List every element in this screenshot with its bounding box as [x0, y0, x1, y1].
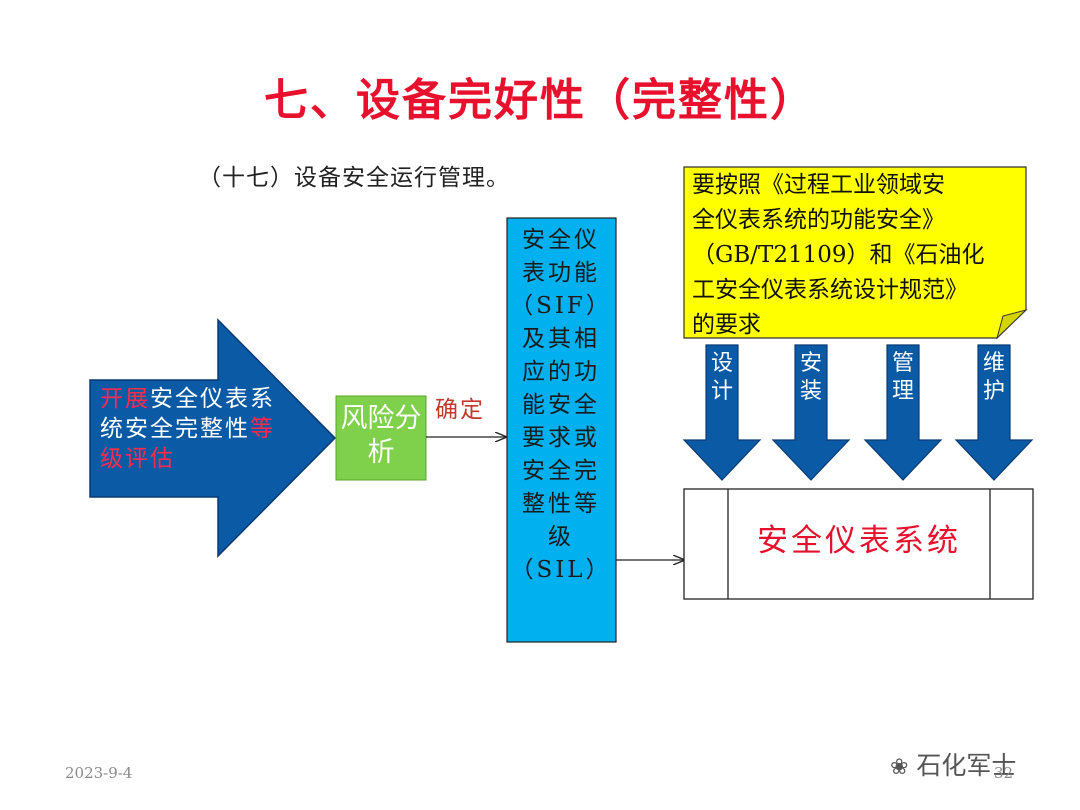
down-arrow-label-manage: 管 理 — [891, 351, 914, 404]
sis-box — [683, 488, 1034, 600]
down-arrow-maintain — [954, 344, 1034, 481]
sis-label: 安全仪表系统 — [757, 523, 961, 559]
risk-analysis-box — [335, 395, 427, 481]
down-arrow-label-maintain: 维 护 — [982, 351, 1005, 404]
down-arrows-group — [682, 344, 1034, 481]
down-arrow-design — [682, 344, 762, 481]
section-subtitle: （十七）设备安全运行管理。 — [198, 165, 510, 191]
arrow-text-red-1: 开展 — [100, 386, 150, 412]
note-folded-corner — [996, 309, 1028, 340]
page-number: 32 — [994, 764, 1014, 782]
wechat-icon: ❀ — [890, 755, 909, 780]
watermark: ❀ 石化军士 — [890, 746, 1016, 782]
big-block-arrow — [89, 318, 337, 558]
watermark-text: 石化军士 — [916, 751, 1017, 780]
big-arrow-text: 开展安全仪表系统安全完整性等级评估 — [100, 384, 280, 474]
sif-requirements-box — [506, 217, 617, 643]
arrow-text-white-1: 安全仪表系统安全完整性 — [100, 386, 275, 442]
down-arrow-label-install: 安 装 — [799, 351, 822, 404]
determine-label: 确定 — [435, 397, 485, 423]
standards-note-text: 要按照《过程工业领域安 全仪表系统的功能安全》 （GB/T21109）和《石油化… — [692, 172, 985, 338]
arrow-text-red-2: 等级评估 — [100, 416, 275, 472]
page-title: 七、设备完好性（完整性） — [264, 75, 816, 126]
down-arrow-install — [771, 344, 851, 481]
down-arrow-manage — [863, 344, 943, 481]
down-arrow-label-design: 设 计 — [710, 351, 733, 404]
risk-analysis-label: 风险分析 — [340, 403, 422, 468]
footer-date: 2023-9-4 — [65, 764, 133, 782]
sif-requirements-text: 安全仪 表功能 （SIF） 及其相 应的功 能安全 要求或 安全完 整性等 级 … — [510, 227, 612, 583]
